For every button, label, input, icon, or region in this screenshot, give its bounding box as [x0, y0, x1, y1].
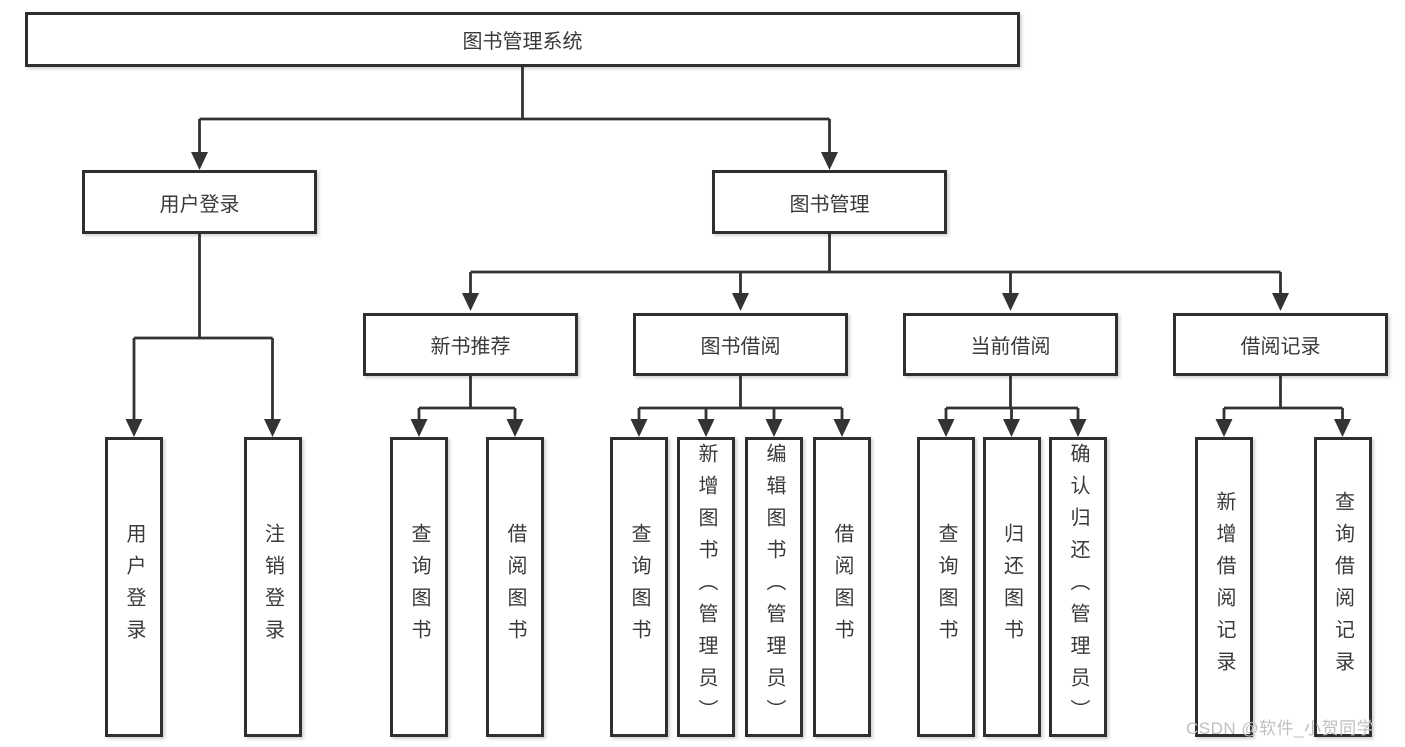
node-label: 借阅图书	[831, 523, 853, 651]
node-current-borrow: 当前借阅	[903, 313, 1118, 376]
node-label: 新增借阅记录	[1213, 491, 1235, 683]
node-label: 新增图书（管理员）	[695, 443, 717, 731]
node-label: 查询图书	[628, 523, 650, 651]
leaf-edit-book-admin: 编辑图书（管理员）	[745, 437, 803, 737]
node-label: 用户登录	[159, 193, 240, 216]
node-label: 查询图书	[408, 523, 430, 651]
leaf-query-book-2: 查询图书	[610, 437, 668, 737]
leaf-return-book: 归还图书	[982, 437, 1041, 737]
node-root: 图书管理系统	[25, 12, 1020, 67]
leaf-query-book-1: 查询图书	[390, 437, 448, 737]
leaf-query-borrow-record: 查询借阅记录	[1313, 437, 1372, 737]
watermark: CSDN @软件_小贺同学	[1186, 719, 1375, 738]
node-borrow-records: 借阅记录	[1173, 313, 1388, 376]
node-book-management: 图书管理	[712, 170, 947, 234]
leaf-user-login: 用户登录	[105, 437, 163, 737]
node-label: 查询图书	[935, 523, 957, 651]
leaf-logout: 注销登录	[243, 437, 302, 737]
node-label: 图书管理系统	[462, 31, 583, 53]
node-label: 归还图书	[1000, 523, 1023, 651]
node-label: 用户登录	[123, 523, 145, 651]
node-label: 当前借阅	[970, 336, 1051, 358]
node-label: 图书管理	[789, 193, 870, 216]
node-label: 新书推荐	[430, 336, 511, 358]
node-label: 注销登录	[261, 523, 284, 651]
leaf-add-book-admin: 新增图书（管理员）	[677, 437, 735, 737]
node-label: 查询借阅记录	[1331, 491, 1354, 683]
node-label: 编辑图书（管理员）	[763, 443, 785, 731]
node-label: 确认归还（管理员）	[1067, 443, 1089, 731]
node-label: 借阅图书	[504, 523, 526, 651]
leaf-borrow-book-1: 借阅图书	[486, 437, 544, 737]
node-label: 借阅记录	[1240, 336, 1321, 358]
node-user-login: 用户登录	[82, 170, 317, 234]
leaf-borrow-book-2: 借阅图书	[813, 437, 871, 737]
leaf-confirm-return-admin: 确认归还（管理员）	[1049, 437, 1107, 737]
leaf-add-borrow-record: 新增借阅记录	[1195, 437, 1253, 737]
node-new-book-recommend: 新书推荐	[363, 313, 578, 376]
node-label: 图书借阅	[700, 336, 781, 358]
leaf-query-book-3: 查询图书	[917, 437, 975, 737]
node-book-borrow: 图书借阅	[633, 313, 848, 376]
